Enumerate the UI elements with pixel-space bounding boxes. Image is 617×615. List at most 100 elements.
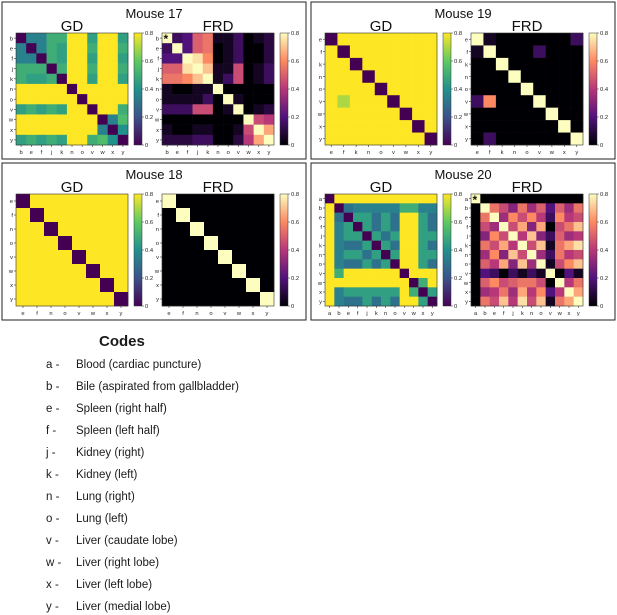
colorbar-tick-label: 0.4 xyxy=(145,87,154,93)
code-description: Blood (cardiac puncture) xyxy=(76,359,202,371)
row-label: j xyxy=(157,67,159,73)
heatmap-cell xyxy=(190,250,205,265)
heatmap-cell xyxy=(480,222,490,232)
heatmap-cell xyxy=(162,33,173,44)
col-label: n xyxy=(530,311,533,317)
heatmap-cell xyxy=(253,73,265,85)
heatmap-cell xyxy=(573,194,584,204)
heatmap-cell xyxy=(555,278,565,288)
row-label: k xyxy=(156,77,159,83)
heatmap-cell xyxy=(343,287,354,297)
heatmap-cell xyxy=(243,134,254,146)
heatmap-cell xyxy=(536,203,546,213)
heatmap-cell xyxy=(353,203,363,213)
heatmap-cell xyxy=(176,236,191,251)
heatmap-cell xyxy=(334,240,344,251)
heatmap-cell xyxy=(204,250,219,265)
heatmap-cell xyxy=(334,194,344,204)
panel-title: FRD xyxy=(203,179,234,196)
heatmap-cell xyxy=(508,57,522,71)
colorbar-tick-label: 0.2 xyxy=(145,276,153,282)
heatmap-cell xyxy=(399,268,410,279)
heatmap-cell xyxy=(182,134,193,146)
code-row: o -Lung (left) xyxy=(46,511,128,527)
heatmap-cell xyxy=(162,43,173,54)
heatmap-cell xyxy=(232,236,247,251)
col-label: w xyxy=(411,311,417,317)
row-label: n xyxy=(465,75,468,81)
heatmap-cell xyxy=(573,278,584,288)
code-row: f -Spleen (left half) xyxy=(46,423,160,439)
col-label: v xyxy=(392,150,395,156)
heatmap-cell xyxy=(337,95,351,108)
heatmap-cell xyxy=(46,53,58,64)
heatmap-cell xyxy=(483,107,497,121)
heatmap-cell xyxy=(66,104,78,115)
heatmap-cell xyxy=(202,53,214,64)
heatmap-cell xyxy=(58,278,73,293)
colorbar-tick-label: 0 xyxy=(145,304,148,310)
heatmap-cell xyxy=(545,222,556,232)
heatmap-cell xyxy=(499,240,509,251)
heatmap-cell xyxy=(471,33,484,46)
heatmap-cell xyxy=(564,212,574,223)
colorbar-tick-label: 0 xyxy=(454,143,457,149)
code-row: a -Blood (cardiac puncture) xyxy=(46,357,201,373)
heatmap-cell xyxy=(46,94,58,105)
heatmap-cell xyxy=(243,94,254,105)
heatmap-cell xyxy=(371,212,382,223)
heatmap-cell xyxy=(390,194,400,204)
heatmap-cell xyxy=(499,212,509,223)
heatmap-cell xyxy=(536,268,546,279)
heatmap-cell xyxy=(471,259,481,269)
row-label: y xyxy=(10,138,13,144)
heatmap-cell xyxy=(374,95,388,108)
heatmap-cell xyxy=(545,45,559,59)
heatmap-cell xyxy=(471,287,481,297)
heatmap-cell xyxy=(30,222,45,237)
heatmap-cell xyxy=(564,194,574,204)
heatmap-cell xyxy=(495,120,509,133)
heatmap-cell xyxy=(204,222,219,237)
heatmap-cell xyxy=(412,33,425,46)
heatmap-cell xyxy=(343,194,354,204)
row-label: v xyxy=(465,272,468,278)
heatmap-cell xyxy=(483,95,497,108)
heatmap-cell xyxy=(117,104,129,115)
heatmap-cell xyxy=(374,120,388,133)
heatmap-cell xyxy=(36,104,47,115)
col-label: a xyxy=(328,311,332,317)
code-row: y -Liver (medial lobe) xyxy=(46,599,171,615)
col-label: f xyxy=(36,311,38,317)
row-label: y xyxy=(10,297,13,303)
heatmap-cell xyxy=(412,82,425,96)
heatmap-cell xyxy=(471,250,481,260)
heatmap-cell xyxy=(362,278,372,288)
heatmap-cell xyxy=(36,83,47,95)
heatmap-cell xyxy=(527,203,537,213)
heatmap-cell xyxy=(253,83,265,95)
heatmap-cell xyxy=(508,194,518,204)
heatmap-cell xyxy=(243,33,254,44)
heatmap-cell xyxy=(545,82,559,96)
heatmap-cell xyxy=(573,231,584,241)
col-label: x xyxy=(257,150,260,156)
heatmap-cell xyxy=(233,114,244,125)
col-label: j xyxy=(511,311,513,317)
row-label: b xyxy=(10,36,13,42)
heatmap-cell xyxy=(190,208,205,223)
row-label: y xyxy=(319,137,322,143)
heatmap-cell xyxy=(508,203,518,213)
heatmap-cell xyxy=(246,194,261,209)
heatmap-cell xyxy=(471,222,481,232)
heatmap-cell xyxy=(349,120,363,133)
row-label: o xyxy=(156,241,159,247)
row-label: b xyxy=(465,206,468,212)
heatmap-cell xyxy=(499,287,509,297)
heatmap-cell xyxy=(56,53,68,64)
heatmap-cell xyxy=(480,268,490,279)
colorbar-tick-label: 0.8 xyxy=(600,31,608,37)
heatmap-cell xyxy=(16,104,27,115)
heatmap-cell xyxy=(427,259,438,269)
